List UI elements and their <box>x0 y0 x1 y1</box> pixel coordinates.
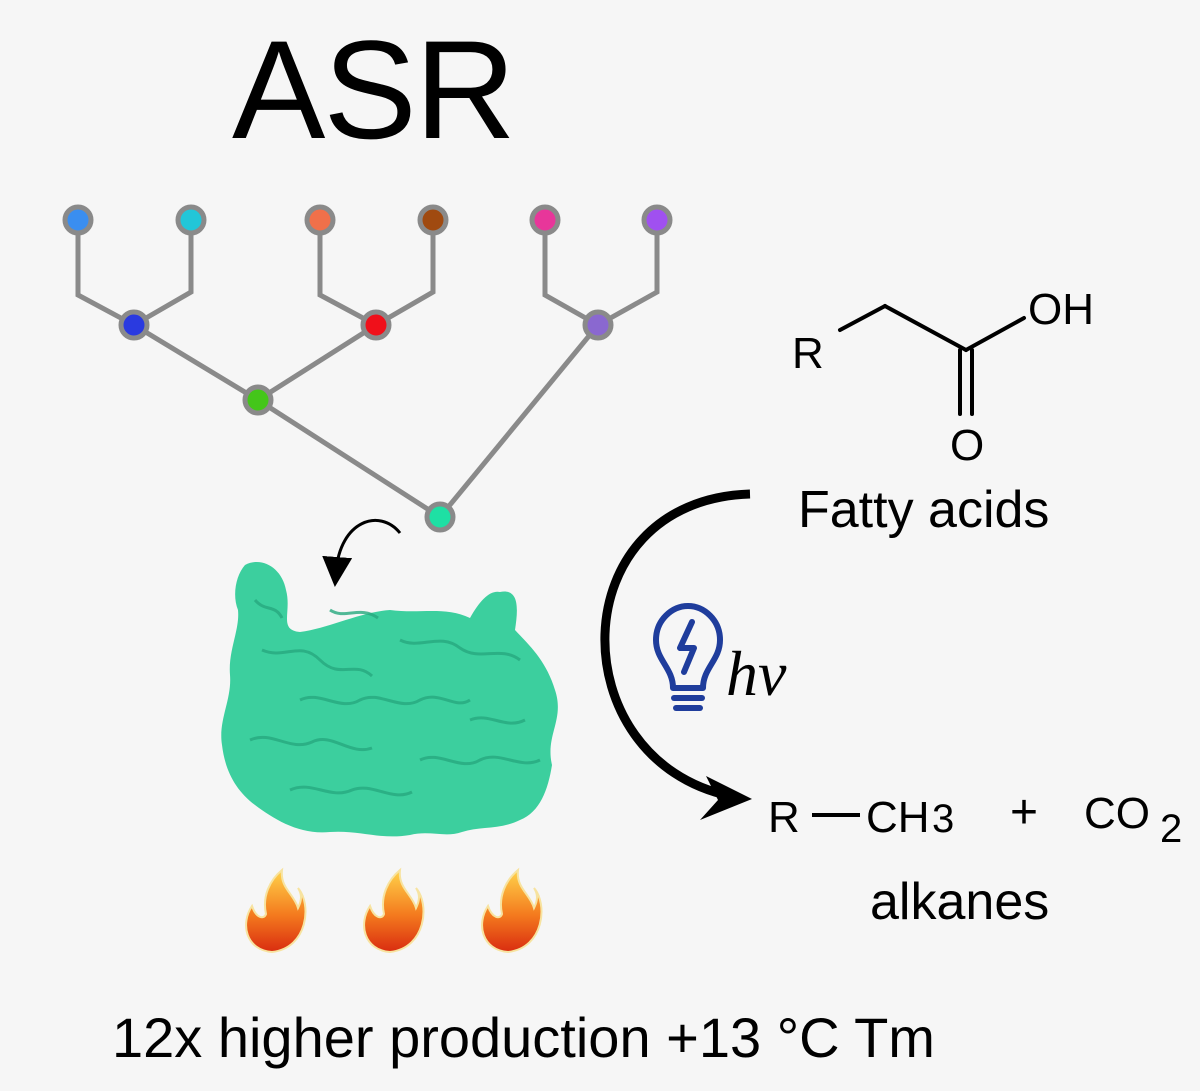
product-ch-subscript: 3 <box>932 797 954 841</box>
tree-branch <box>256 397 442 520</box>
fatty-acid-bond <box>883 304 968 352</box>
protein-structure <box>221 561 558 837</box>
tree-leaf-node <box>175 204 207 236</box>
tree-ancestor-node <box>360 309 392 341</box>
flame-icon <box>245 867 307 954</box>
tree-branch <box>256 322 378 403</box>
fatty-acid-o-label: O <box>950 421 984 470</box>
tree-branch <box>596 220 660 328</box>
light-symbol: hv <box>726 638 787 709</box>
tree-ancestor-node <box>118 309 150 341</box>
fatty-acid-bond <box>964 316 1026 352</box>
flame-icon <box>363 867 425 954</box>
tree-ancestor-node <box>582 309 614 341</box>
tree-branch <box>542 220 600 328</box>
fatty-acid-bond <box>838 304 887 332</box>
tree-leaf-node <box>304 204 336 236</box>
reaction-arrowhead <box>700 776 752 820</box>
tree-leaf-node <box>417 204 449 236</box>
tree-leaf-node <box>641 204 673 236</box>
tree-branch <box>317 220 378 328</box>
co2-label: CO <box>1084 789 1150 838</box>
phylogenetic-tree <box>75 220 660 520</box>
plus-sign: + <box>1010 786 1038 839</box>
flame-icon <box>481 867 543 954</box>
tree-ancestor-node <box>242 384 274 416</box>
tree-branch <box>132 322 260 403</box>
product-ch-label: CH <box>866 793 930 842</box>
reaction-arrow <box>600 489 751 801</box>
footer-caption: 12x higher production +13 °C Tm <box>112 1006 935 1069</box>
curved-arrow-to-protein <box>322 518 402 587</box>
alkanes-label: alkanes <box>870 873 1050 931</box>
tree-branch <box>374 220 436 328</box>
tree-leaf-node <box>529 204 561 236</box>
tree-branch <box>438 323 600 519</box>
tree-branch <box>132 220 194 328</box>
fatty-acids-label: Fatty acids <box>798 481 1050 539</box>
fatty-acid-r-label: R <box>792 329 824 378</box>
tree-leaf-node <box>62 204 94 236</box>
tree-branch <box>75 220 136 328</box>
lightbulb-icon <box>653 603 723 711</box>
asr-title: ASR <box>232 11 516 168</box>
product-r-label: R <box>768 793 800 842</box>
fatty-acid-oh-label: OH <box>1028 285 1094 334</box>
tree-root-node <box>424 501 456 533</box>
co2-subscript: 2 <box>1160 807 1182 851</box>
fatty-acid-structure <box>838 304 1026 416</box>
